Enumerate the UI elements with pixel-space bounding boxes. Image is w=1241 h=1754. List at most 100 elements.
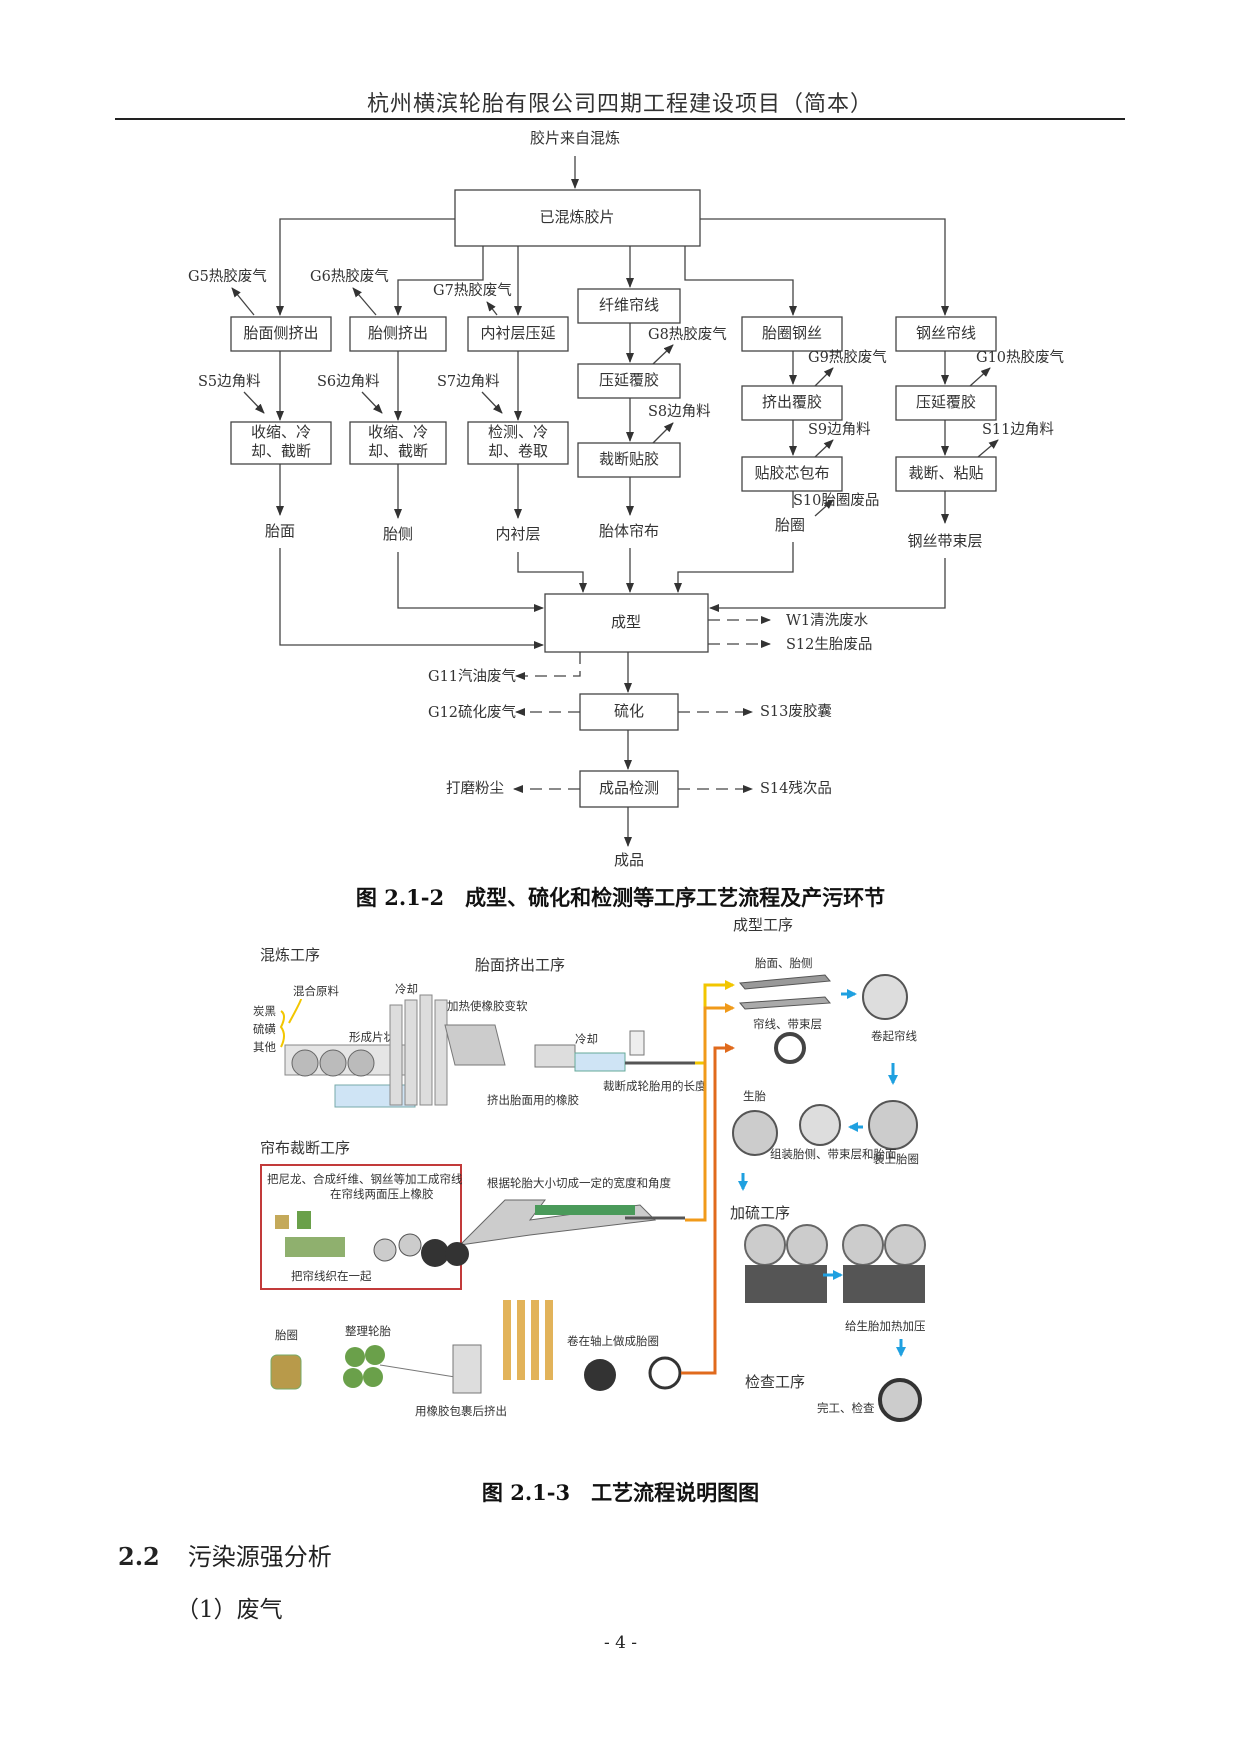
cord-belt-label: 帘线、带束层 bbox=[753, 1017, 822, 1031]
col5-step3-box bbox=[741, 456, 843, 492]
col3-step2-box bbox=[467, 421, 569, 465]
col1-step1-box bbox=[230, 316, 332, 352]
header-rule bbox=[115, 118, 1125, 120]
process-flow-diagram: 胶片来自混炼 已混炼胶片 G5热胶废气 胎面侧挤出 S5边角料 收缩、冷 却、截… bbox=[188, 129, 1064, 869]
extruder-line-icon bbox=[444, 1024, 695, 1072]
section-number: 2.2 bbox=[118, 1542, 160, 1571]
col1-step2-line1: 收缩、冷 bbox=[251, 423, 311, 441]
col5-waste-label: S10胎圈废品 bbox=[793, 492, 879, 509]
col5-scrap-label: S9边角料 bbox=[808, 421, 871, 438]
s13-label: S13废胶囊 bbox=[760, 703, 832, 720]
col4-scrap-label: S8边角料 bbox=[648, 403, 711, 420]
col3-product-label: 内衬层 bbox=[495, 525, 540, 543]
extrude-rubber-label: 挤出胎面用的橡胶 bbox=[487, 1093, 579, 1107]
col1-step2-line2: 却、截断 bbox=[251, 442, 311, 460]
col3-step1-box bbox=[467, 316, 569, 352]
col4-step2-box bbox=[577, 363, 681, 399]
col2-step2-line2: 却、截断 bbox=[368, 442, 428, 460]
mix-raw-label: 混合原料 bbox=[293, 984, 339, 998]
col2-gas-label: G6热胶废气 bbox=[310, 268, 389, 285]
other-label: 其他 bbox=[253, 1040, 276, 1054]
col3-step2-line1: 检测、冷 bbox=[488, 423, 548, 441]
cord-spools-icon bbox=[275, 1211, 449, 1267]
curing-title: 加硫工序 bbox=[730, 1204, 790, 1222]
heat-label: 加热使橡胶变软 bbox=[447, 999, 528, 1013]
col6-gas-label: G10热胶废气 bbox=[976, 349, 1064, 366]
col1-gas-label: G5热胶废气 bbox=[188, 268, 267, 285]
col5-step3-label: 贴胶芯包布 bbox=[754, 464, 829, 482]
cord-process-frame bbox=[260, 1164, 462, 1290]
col4-step3-box bbox=[577, 442, 681, 478]
figure1-caption: 图 2.1-2 成型、硫化和检测等工序工艺流程及产污环节 bbox=[355, 885, 886, 910]
cord-note2: 在帘线两面压上橡胶 bbox=[330, 1187, 434, 1201]
tread-strip-icon bbox=[738, 974, 832, 1010]
s12-label: S12生胎废品 bbox=[786, 636, 872, 653]
col6-step3-label: 裁断、粘贴 bbox=[908, 464, 983, 482]
bead-mount-label: 装上胎圈 bbox=[873, 1152, 919, 1166]
col4-product-label: 胎体帘布 bbox=[599, 522, 659, 540]
carbon-label: 炭黑 bbox=[253, 1004, 276, 1018]
col3-step1-label: 内衬层压延 bbox=[480, 324, 555, 342]
col2-step2-box bbox=[349, 421, 447, 465]
col6-step1-label: 钢丝帘线 bbox=[916, 324, 976, 342]
bead-spool-icon bbox=[270, 1354, 302, 1390]
col5-step2-box bbox=[741, 385, 843, 421]
col6-scrap-label: S11边角料 bbox=[982, 421, 1054, 438]
heat-press-label: 给生胎加热加压 bbox=[845, 1319, 926, 1333]
col5-step1-box bbox=[741, 316, 843, 352]
flow-arrow-red bbox=[681, 1043, 735, 1375]
col6-step2-label: 压延覆胶 bbox=[916, 393, 976, 411]
col6-product-label: 钢丝带束层 bbox=[907, 532, 982, 550]
page-header: 杭州横滨轮胎有限公司四期工程建设项目（简本） bbox=[366, 92, 873, 117]
col1-step1-label: 胎面侧挤出 bbox=[243, 324, 318, 342]
col4-step1-label: 纤维帘线 bbox=[599, 296, 659, 314]
tread-side-label: 胎面、胎侧 bbox=[755, 956, 813, 970]
inspection-label: 成品检测 bbox=[599, 779, 659, 797]
inspect-title: 检查工序 bbox=[745, 1373, 805, 1391]
bead-label: 胎圈 bbox=[275, 1328, 298, 1342]
flow-arrow-orange bbox=[685, 1003, 735, 1222]
curing-label: 硫化 bbox=[614, 702, 644, 720]
cord-note1: 把尼龙、合成纤维、钢丝等加工成帘线 bbox=[267, 1172, 463, 1186]
col5-step1-label: 胎圈钢丝 bbox=[762, 324, 822, 342]
cut-width-label: 根据轮胎大小切成一定的宽度和角度 bbox=[487, 1176, 671, 1190]
col2-step2-line1: 收缩、冷 bbox=[368, 423, 428, 441]
arrange-label: 整理轮胎 bbox=[345, 1324, 391, 1338]
col6-step3-box bbox=[895, 456, 997, 492]
cooling-rack-icon bbox=[389, 994, 448, 1106]
cool2-label: 冷却 bbox=[575, 1032, 598, 1046]
cool1-label: 冷却 bbox=[395, 982, 418, 996]
col2-step1-label: 胎侧挤出 bbox=[368, 324, 428, 342]
col4-step2-label: 压延覆胶 bbox=[599, 371, 659, 389]
mixer-machine-icon bbox=[284, 1044, 416, 1108]
extrude-title: 胎面挤出工序 bbox=[475, 956, 565, 974]
mixing-title: 混炼工序 bbox=[260, 946, 320, 964]
col2-product-label: 胎侧 bbox=[383, 525, 413, 543]
curing-press-icon bbox=[744, 1224, 926, 1303]
process-illustration: 混炼工序 混合原料 炭黑 硫磺 其他 形成片状 冷却 胎面挤出工序 加热使橡胶变… bbox=[253, 916, 926, 1422]
col1-step2-box bbox=[230, 421, 332, 465]
w1-label: W1清洗废水 bbox=[786, 612, 869, 629]
s14-label: S14残次品 bbox=[760, 780, 832, 797]
cord-cutter-icon bbox=[445, 1199, 685, 1266]
col6-step2-box bbox=[895, 385, 997, 421]
source-label: 胶片来自混炼 bbox=[530, 129, 620, 147]
forming-label: 成型 bbox=[611, 613, 641, 631]
paragraph-waste-gas: （1）废气 bbox=[176, 1597, 283, 1623]
forming-title: 成型工序 bbox=[733, 916, 793, 934]
page-number: - 4 - bbox=[603, 1633, 638, 1653]
forming-box bbox=[544, 593, 709, 653]
g12-label: G12硫化废气 bbox=[428, 704, 516, 721]
col5-product-label: 胎圈 bbox=[775, 516, 805, 534]
col3-gas-label: G7热胶废气 bbox=[433, 282, 512, 299]
wind-label: 卷在轴上做成胎圈 bbox=[567, 1334, 659, 1348]
weave-label: 把帘线织在一起 bbox=[291, 1269, 372, 1283]
col3-step2-line2: 却、卷取 bbox=[488, 442, 548, 460]
col1-scrap-label: S5边角料 bbox=[198, 373, 261, 390]
dust-label: 打磨粉尘 bbox=[446, 780, 504, 797]
cord-title: 帘布裁断工序 bbox=[260, 1139, 350, 1157]
assemble-label: 组装胎侧、带束层和胎面 bbox=[770, 1147, 897, 1161]
final-product-label: 成品 bbox=[614, 851, 644, 869]
g11-label: G11汽油废气 bbox=[428, 668, 516, 685]
main-box bbox=[454, 189, 701, 247]
